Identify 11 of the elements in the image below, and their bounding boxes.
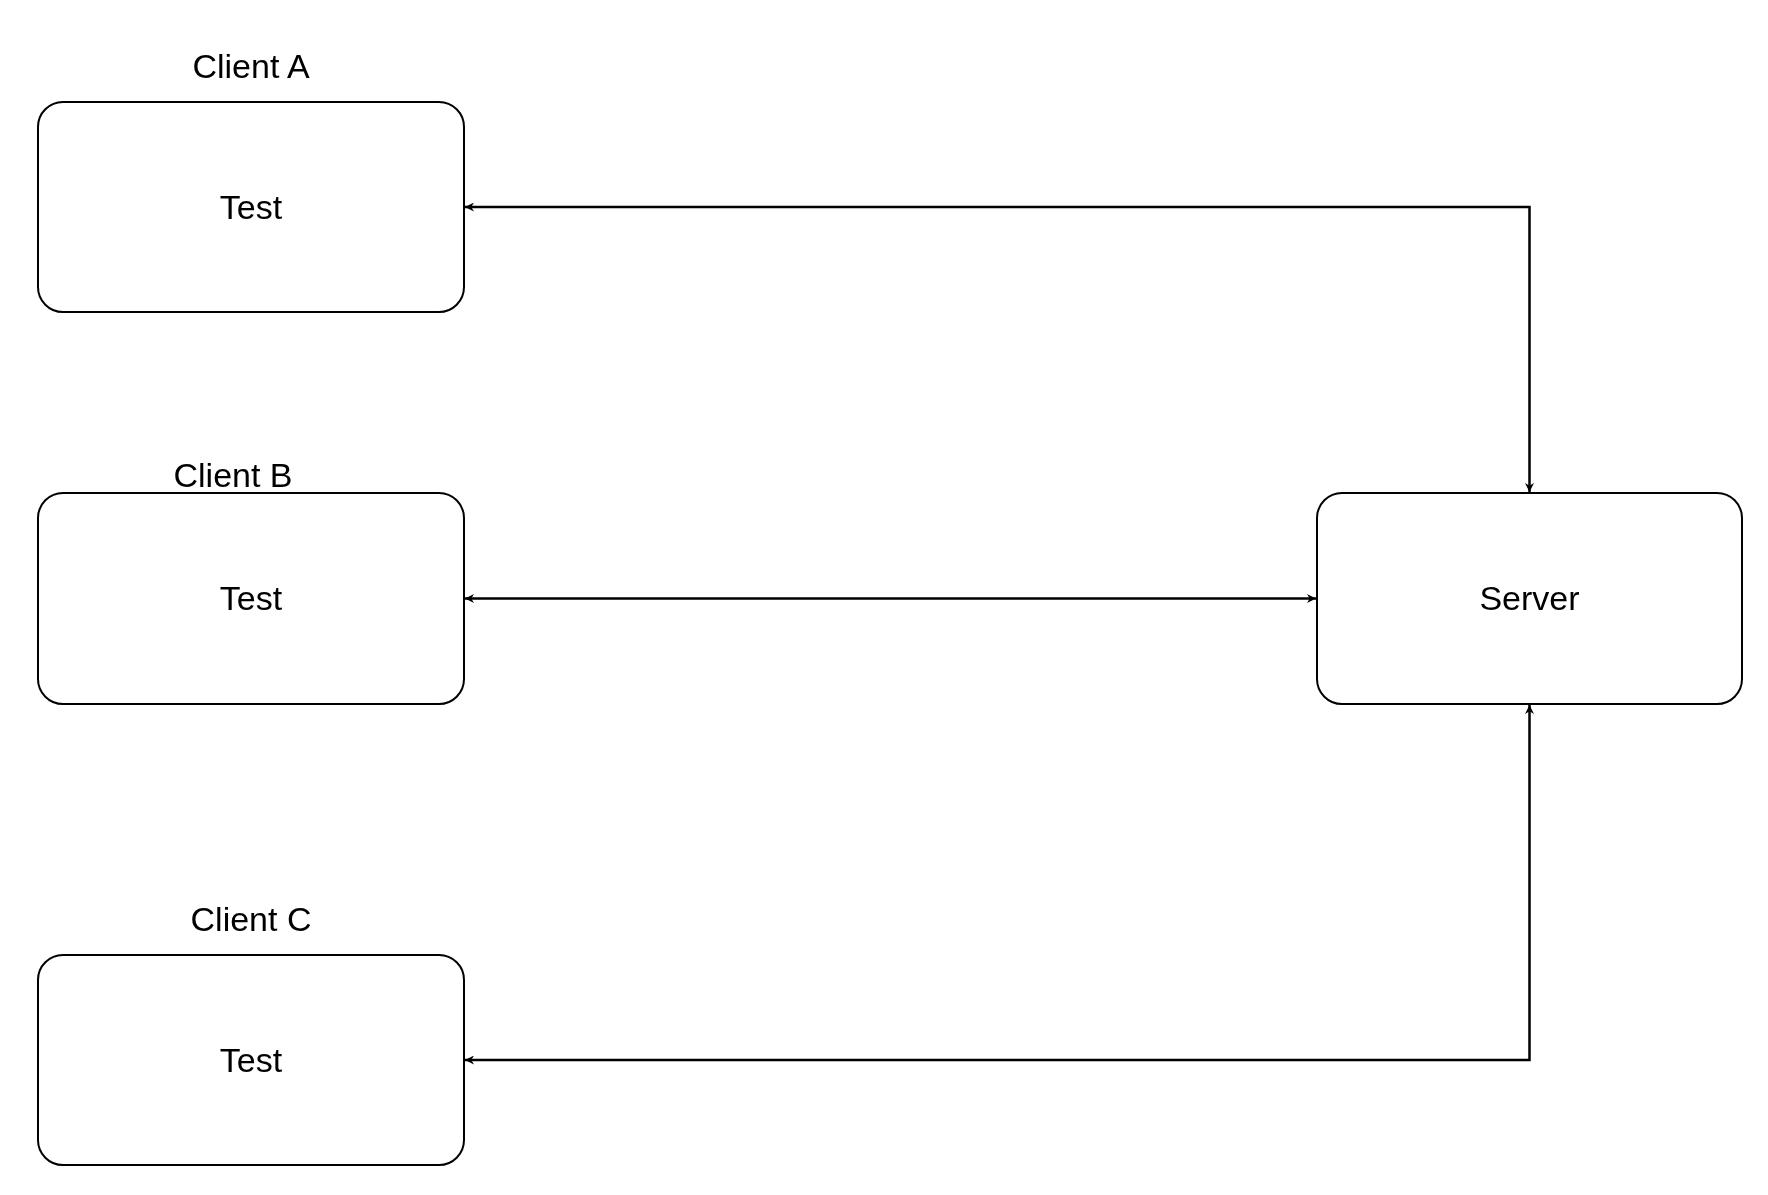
connector-arrow <box>465 705 1534 1065</box>
box-label: Server <box>1479 578 1580 620</box>
client-label: Client A <box>192 49 310 83</box>
connector-arrow <box>465 202 1534 492</box>
client-label: Client B <box>173 458 293 492</box>
box-label: Test <box>219 1039 283 1081</box>
client-label: Client C <box>190 902 312 936</box>
box-label: Test <box>219 186 283 228</box>
box-label: Test <box>219 578 283 620</box>
rounded-box <box>1316 492 1743 705</box>
connector-arrow <box>465 594 1316 603</box>
